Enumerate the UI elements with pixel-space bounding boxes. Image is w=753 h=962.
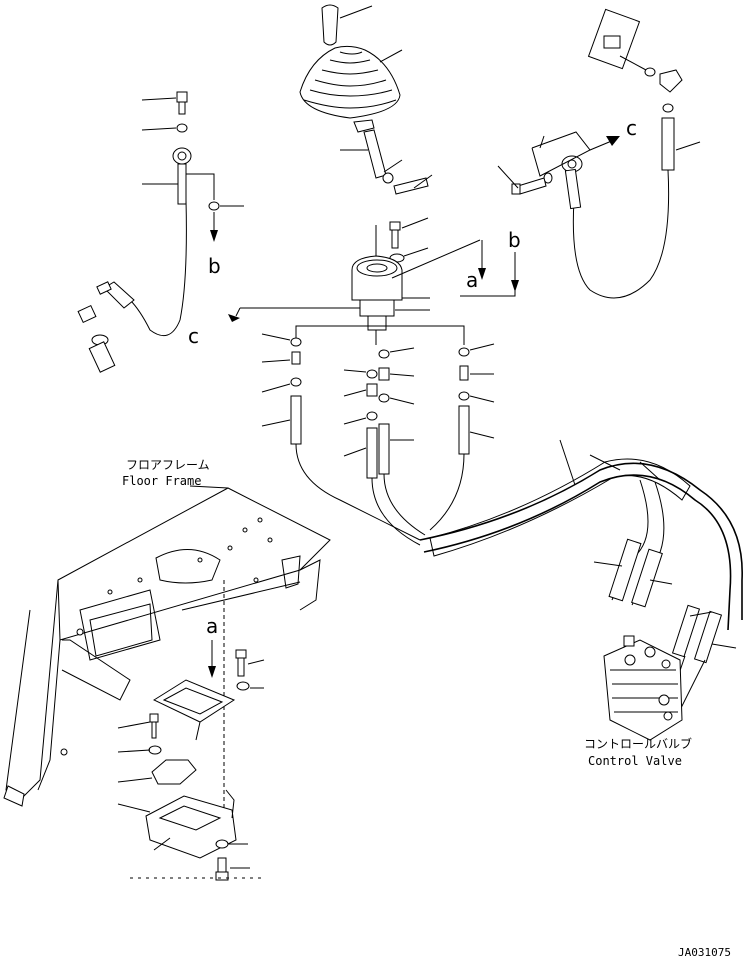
ref-arrow-a-top xyxy=(478,240,486,280)
cable-right xyxy=(497,8,701,299)
mounting-plate xyxy=(152,649,265,741)
ref-letter-a-bottom: a xyxy=(206,614,219,638)
lever-knob xyxy=(321,4,373,46)
cable-left xyxy=(77,91,244,373)
control-valve-label-jp: コントロールバルブ xyxy=(584,737,693,751)
fitting-group-right xyxy=(458,343,495,455)
lever-boot xyxy=(299,45,403,119)
ref-letter-c-right: c xyxy=(626,116,637,140)
ref-arrow-a-bottom xyxy=(208,580,225,840)
floor-frame xyxy=(3,487,331,807)
hose-bundle xyxy=(295,439,743,711)
drawing-code: JA031075 xyxy=(678,946,731,959)
pedal-bracket xyxy=(117,713,264,881)
ref-letter-b-left: b xyxy=(208,254,221,278)
ppc-valve xyxy=(351,225,481,331)
floor-frame-label-jp: フロアフレーム xyxy=(126,458,210,472)
lever-arm xyxy=(340,119,433,195)
ref-letter-c-left: c xyxy=(188,324,199,348)
ref-letter-b-right: b xyxy=(508,228,521,252)
ref-arrow-c-left xyxy=(228,314,240,322)
control-valve-label-en: Control Valve xyxy=(588,754,682,768)
ref-arrow-b-top xyxy=(460,252,519,297)
manifold-bracket xyxy=(295,325,465,345)
fitting-group-center xyxy=(343,347,415,479)
floor-frame-leader xyxy=(189,485,229,489)
ref-letter-a-top: a xyxy=(466,268,479,292)
fitting-group-left xyxy=(261,333,302,445)
floor-frame-label-en: Floor Frame xyxy=(122,474,202,488)
valve-bolt xyxy=(389,217,429,263)
control-valve xyxy=(603,635,683,741)
